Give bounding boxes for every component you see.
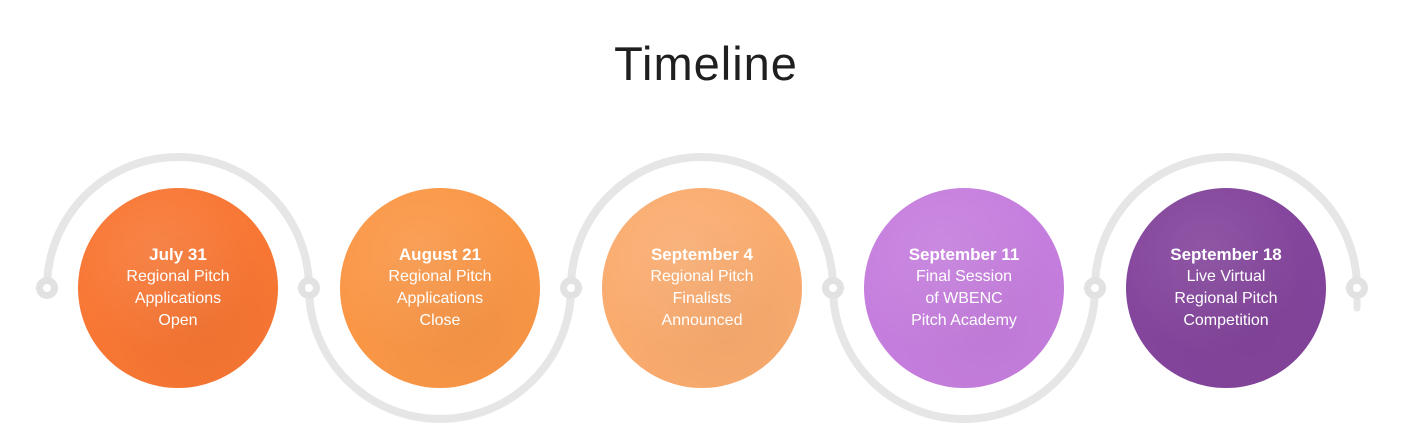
event-text-line: Final Session: [915, 268, 1013, 285]
event-text-line: Applications: [134, 290, 222, 307]
connector-path: [43, 153, 1361, 423]
event-text-line: Competition: [1183, 312, 1269, 329]
timeline-event-september-18: September 18 Live Virtual Regional Pitch…: [1126, 188, 1326, 388]
connector-node: [298, 277, 320, 299]
event-text-line: Regional Pitch: [1174, 290, 1278, 307]
event-text-line: of WBENC: [925, 290, 1003, 307]
event-text-line: Close: [419, 312, 461, 329]
connector-node: [36, 277, 58, 299]
connector-node: [1084, 277, 1106, 299]
timeline-event-september-4: September 4 Regional Pitch Finalists Ann…: [602, 188, 802, 388]
event-text-line: Pitch Academy: [911, 312, 1017, 329]
event-date: July 31: [149, 245, 207, 264]
event-text-line: Announced: [661, 312, 743, 329]
event-text-line: Live Virtual: [1186, 268, 1266, 285]
event-date: August 21: [398, 245, 482, 264]
page-title: Timeline: [614, 37, 798, 90]
event-text-line: Regional Pitch: [126, 268, 230, 285]
connector-node: [560, 277, 582, 299]
event-date: September 11: [908, 245, 1020, 264]
timeline-event-july-31: July 31 Regional Pitch Applications Open: [78, 188, 278, 388]
timeline-event-september-11: September 11 Final Session of WBENC Pitc…: [864, 188, 1064, 388]
event-text-line: Finalists: [672, 290, 732, 307]
connector-node: [822, 277, 844, 299]
event-text-line: Regional Pitch: [650, 268, 754, 285]
event-date: September 18: [1170, 245, 1282, 264]
event-date: September 4: [650, 245, 754, 264]
connector-node: [1346, 277, 1368, 299]
event-text-line: Regional Pitch: [388, 268, 492, 285]
timeline-event-august-21: August 21 Regional Pitch Applications Cl…: [340, 188, 540, 388]
event-text-line: Open: [158, 312, 198, 329]
event-text-line: Applications: [396, 290, 484, 307]
